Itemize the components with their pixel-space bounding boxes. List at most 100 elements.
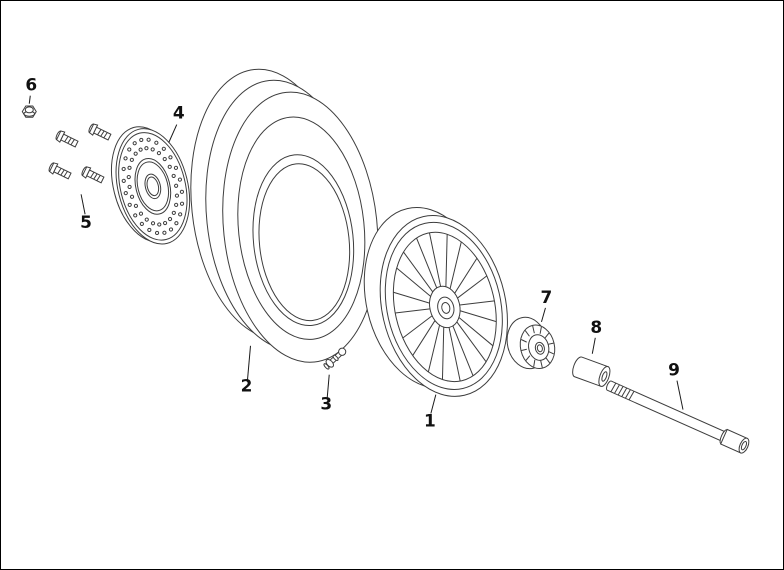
disc-drill-hole	[132, 141, 137, 146]
disc-drill-hole	[123, 156, 128, 161]
disc-drill-hole	[121, 166, 126, 172]
leader-line-5	[80, 194, 86, 215]
wheel-spoke	[416, 237, 438, 289]
disc-drill-hole	[127, 202, 132, 207]
disc-drill-hole	[174, 193, 180, 198]
wheel-spoke	[427, 324, 441, 373]
tire-drawing	[190, 68, 379, 363]
disc-drill-hole	[129, 194, 135, 199]
disc-drill-hole	[147, 227, 152, 233]
disc-drill-hole	[157, 222, 162, 227]
disc-drill-hole	[162, 156, 167, 162]
callout-number-disc: 4	[173, 103, 185, 123]
wheel-spoke	[456, 321, 487, 363]
disc-drill-hole	[150, 221, 156, 226]
disc-drill-hole	[133, 213, 138, 218]
disc-drill-hole	[138, 147, 143, 152]
wheel-spoke	[402, 315, 433, 339]
callout-number-hub: 7	[541, 287, 553, 307]
disc-drill-hole	[173, 165, 179, 170]
valve-stem-drawing	[323, 347, 347, 370]
callout-number-nut: 6	[25, 75, 37, 95]
leader-lines	[28, 95, 684, 414]
wheel-spoke	[452, 325, 474, 376]
disc-drill-hole	[150, 147, 155, 152]
disc-bolt	[80, 164, 106, 186]
disc-drill-hole	[167, 216, 173, 222]
callout-number-axle: 9	[668, 360, 680, 380]
disc-drill-hole	[146, 137, 151, 142]
wheel-spoke	[457, 275, 488, 299]
wheel-spoke	[459, 300, 495, 306]
leader-line-9	[676, 380, 684, 410]
hub-rib	[524, 330, 530, 337]
disc-drill-hole	[154, 230, 160, 236]
disc-drill-hole	[174, 183, 179, 188]
hub-rib	[548, 342, 554, 345]
leader-line-3	[326, 374, 330, 398]
disc-drill-hole	[177, 177, 183, 182]
callout-number-wheel: 1	[424, 411, 436, 431]
disc-drill-hole	[178, 212, 183, 217]
wheel-spoke	[395, 308, 430, 314]
disc-drill-hole	[162, 230, 167, 235]
disc-drill-hole	[179, 189, 185, 194]
wheel-spoke	[449, 241, 462, 289]
hub-rib	[539, 326, 542, 334]
disc-drill-hole	[139, 221, 144, 226]
hub-rib	[532, 325, 535, 334]
leader-line-6	[28, 95, 31, 104]
disc-drill-hole	[171, 173, 176, 179]
wheel-spoke	[445, 234, 448, 287]
hub-rib	[548, 350, 554, 355]
wheel-spoke	[393, 291, 430, 304]
callout-number-tire: 2	[241, 376, 253, 396]
wheel-spoke	[441, 327, 445, 380]
disc-drill-hole	[126, 174, 131, 180]
leader-line-8	[591, 337, 596, 354]
disc-bolt	[54, 129, 80, 150]
disc-bolts-drawing	[47, 122, 113, 186]
hub-rib	[520, 339, 527, 343]
hub-rib	[544, 332, 550, 339]
wheel-spoke	[396, 267, 431, 297]
callout-number-bolts: 5	[80, 212, 92, 232]
disc-bolt	[47, 160, 73, 182]
disc-drill-hole	[133, 203, 139, 208]
disc-drill-hole	[121, 178, 126, 183]
disc-drill-hole	[144, 217, 149, 222]
disc-drill-hole	[139, 137, 144, 143]
brake-disc-drawing	[111, 126, 191, 245]
disc-drill-hole	[174, 221, 179, 226]
axle-drawing	[606, 380, 750, 454]
disc-drill-hole	[129, 157, 134, 162]
hub-drawing	[506, 316, 556, 370]
disc-drill-hole	[138, 211, 144, 216]
callout-number-spacer: 8	[590, 317, 602, 337]
wheel-spoke	[403, 251, 434, 293]
disc-drill-hole	[127, 147, 132, 152]
wheel-spoke	[454, 258, 478, 294]
hub-rib	[525, 355, 531, 361]
leader-line-7	[540, 307, 546, 323]
disc-drill-hole	[127, 184, 132, 190]
hub-ribs	[520, 325, 554, 368]
disc-drill-hole	[127, 165, 132, 170]
disc-drill-hole	[123, 191, 128, 196]
disc-drill-hole	[179, 201, 185, 206]
disc-drill-hole	[133, 151, 138, 156]
leader-line-1	[430, 394, 437, 414]
disc-drill-hole	[174, 202, 179, 207]
disc-bolt	[87, 122, 113, 143]
wheel-spoke	[412, 320, 436, 356]
disc-drill-hole	[168, 155, 173, 160]
wheel-spokes	[393, 232, 497, 382]
disc-drill-hole	[162, 220, 168, 226]
leader-line-4	[168, 124, 178, 143]
disc-drill-hole	[161, 146, 166, 151]
leader-line-2	[247, 345, 251, 380]
hub-rib	[545, 357, 551, 364]
wheel-spoke	[428, 232, 442, 287]
